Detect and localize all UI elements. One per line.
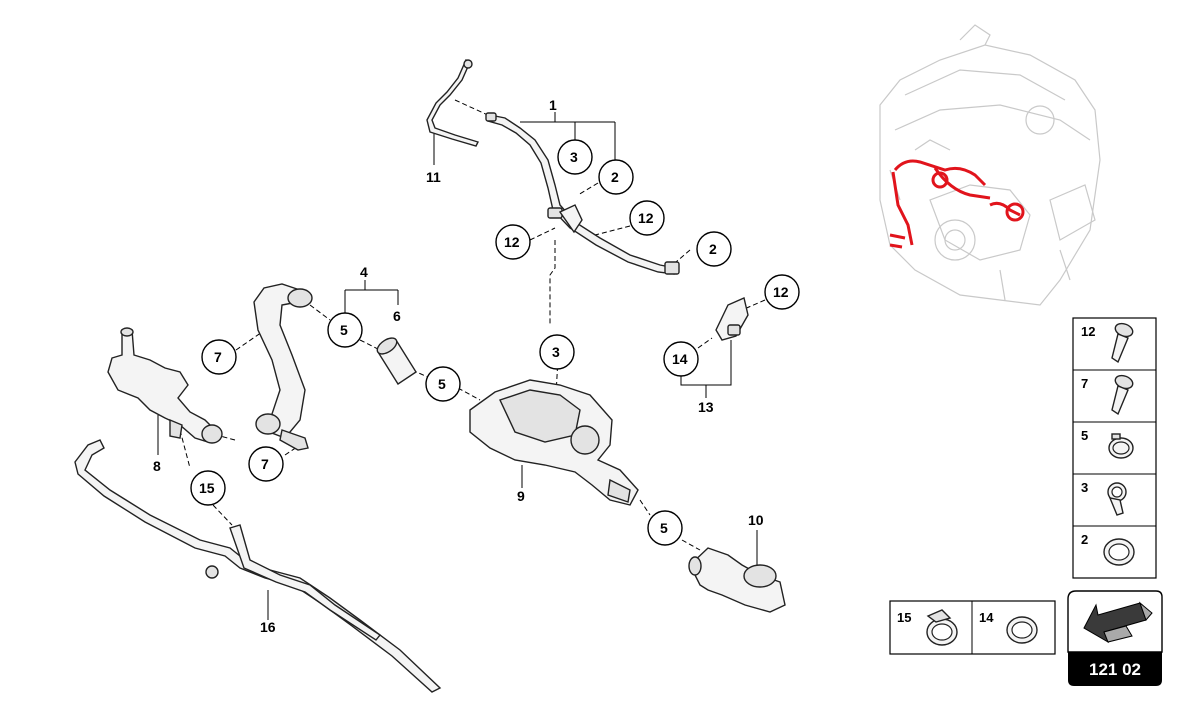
leader-lines	[157, 99, 766, 620]
legend-item-15[interactable]: 15	[897, 609, 958, 646]
callout-10[interactable]: 10	[748, 512, 764, 528]
part-6-hose-connector[interactable]	[375, 335, 417, 385]
callout-2-top[interactable]: 2	[611, 169, 619, 185]
legend-number: 5	[1081, 428, 1088, 443]
direction-arrow-icon	[1083, 601, 1153, 644]
part-8-hose[interactable]	[107, 327, 223, 444]
callout-8[interactable]: 8	[153, 458, 161, 474]
callout-1[interactable]: 1	[549, 97, 557, 113]
legend-item-3[interactable]: 3	[1081, 480, 1127, 516]
callout-15[interactable]: 15	[199, 480, 215, 496]
callout-3-top[interactable]: 3	[570, 149, 578, 165]
callout-3-middle[interactable]: 3	[552, 344, 560, 360]
legend-column: 12 7 5 3	[1072, 317, 1157, 579]
legend-item-7[interactable]: 7	[1081, 373, 1135, 416]
callout-13[interactable]: 13	[698, 399, 714, 415]
legend-number: 12	[1081, 324, 1095, 339]
legend-item-2[interactable]: 2	[1081, 532, 1135, 566]
part-1-hose-assembly[interactable]	[485, 112, 680, 275]
part-9-housing[interactable]	[469, 379, 639, 506]
legend-item-12[interactable]: 12	[1081, 321, 1135, 364]
catalog-badge: 121 02	[1067, 590, 1163, 686]
callout-12-upper[interactable]: 12	[638, 210, 654, 226]
seal-ring-icon	[1103, 538, 1135, 566]
callout-5-upper[interactable]: 5	[340, 322, 348, 338]
p-clip-icon	[1107, 482, 1127, 516]
spring-clamp-icon	[926, 609, 958, 646]
callout-11[interactable]: 11	[426, 169, 441, 185]
callout-12-right[interactable]: 12	[773, 284, 789, 300]
callout-5-middle[interactable]: 5	[438, 376, 446, 392]
legend-item-5[interactable]: 5	[1081, 428, 1134, 459]
highlighted-coolant-lines	[889, 159, 1025, 249]
legend-number: 7	[1081, 376, 1088, 391]
hose-clamp-icon	[1108, 433, 1134, 459]
callout-7-upper[interactable]: 7	[214, 349, 222, 365]
callout-16[interactable]: 16	[260, 619, 276, 635]
legend-number: 14	[979, 610, 994, 625]
callout-9[interactable]: 9	[517, 488, 525, 504]
callout-6[interactable]: 6	[393, 308, 401, 324]
catalog-number: 121 02	[1089, 660, 1141, 679]
screw-icon	[1111, 374, 1134, 416]
screw-icon	[1111, 322, 1134, 364]
legend-row: 15 14	[889, 600, 1056, 655]
callout-5-lower[interactable]: 5	[660, 520, 668, 536]
engine-overview-image	[879, 24, 1101, 306]
part-16-long-pipe[interactable]	[74, 439, 442, 693]
part-11-pipe[interactable]	[426, 59, 479, 147]
callout-4[interactable]: 4	[360, 264, 368, 280]
callout-14[interactable]: 14	[672, 351, 688, 367]
callout-7-lower[interactable]: 7	[261, 456, 269, 472]
part-10-hose[interactable]	[688, 547, 786, 613]
part-13-sensor[interactable]	[715, 297, 749, 341]
legend-number: 15	[897, 610, 911, 625]
callouts: 1 3 2 11 12 12 2 4 5 6 7 5 3 12 14 13 8 …	[153, 97, 800, 635]
legend-number: 3	[1081, 480, 1088, 495]
callout-12-left[interactable]: 12	[504, 234, 520, 250]
o-ring-icon	[1006, 616, 1038, 644]
legend-number: 2	[1081, 532, 1088, 547]
part-4-hose[interactable]	[253, 283, 313, 451]
callout-2-right[interactable]: 2	[709, 241, 717, 257]
legend-item-14[interactable]: 14	[979, 610, 1038, 644]
